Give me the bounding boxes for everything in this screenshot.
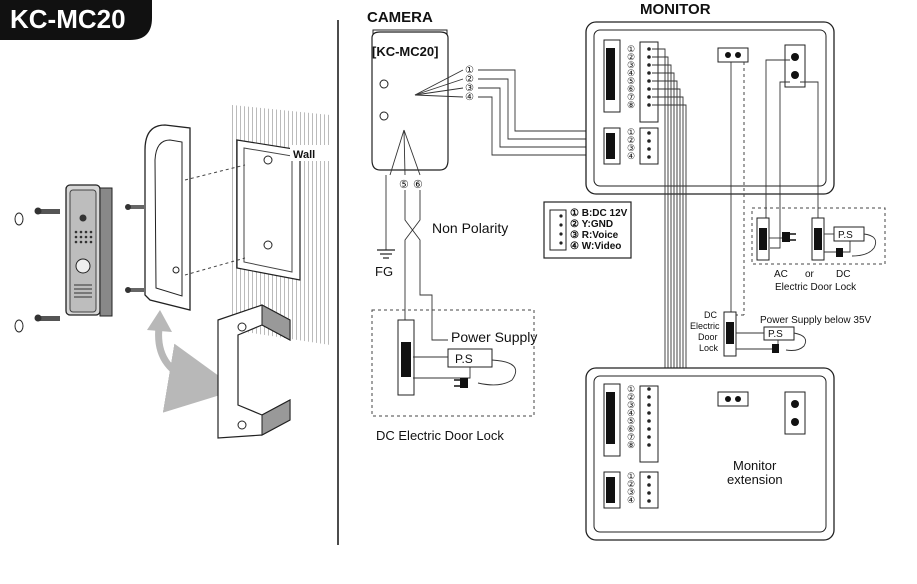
fg-ground: FG [375,175,395,279]
monitor-ext-4pin-2: ② [627,479,635,489]
dc-door-lock-device [397,319,415,396]
installation-illustration: Wall [14,105,330,439]
wall-label: Wall [293,149,315,161]
camera-terminal-4: ④ [465,92,474,103]
power-supply-label: Power Supply [451,329,537,345]
camera-monitor-bus [478,69,608,156]
monitor-main-8pin-3: ③ [627,60,635,70]
dc-door-lock-device-mid [723,311,737,357]
camera-model: [KC-MC20] [372,44,438,59]
or-label: or [805,269,815,280]
monitor-main-8pin-6: ⑥ [627,84,635,94]
monitor-ext-4pin-1: ① [627,471,635,481]
dc-door-lock-box [371,309,535,417]
non-polarity-wires [404,190,448,341]
dc-edl-line-2: Electric [690,321,720,331]
monitor-ext-8pin-4: ④ [627,408,635,418]
ac-door-lock-device [756,217,796,261]
ac-label: AC [774,269,788,280]
monitor-main-8pin-1: ① [627,44,635,54]
screw-bracket-top [125,204,144,210]
ps-box-left: P.S [447,348,493,368]
fg-label: FG [375,264,393,279]
dc-label: DC [836,269,850,280]
wall-box [236,139,301,281]
ac-dc-lock-box [751,207,886,265]
monitor-extension: ① ② ③ ④ ⑤ ⑥ ⑦ ⑧ ① ② ③ ④ Monitor extensio… [585,367,835,541]
camera-terminal-2: ② [465,74,474,85]
screw-bottom-left [14,314,60,333]
camera-terminal-1: ① [465,65,474,76]
dc-edl-line-1: DC [704,310,717,320]
camera-wire-fan [414,69,464,98]
monitor-title: MONITOR [640,1,711,18]
monitor-main-8pin-8: ⑧ [627,100,635,110]
monitor-extension-line-1: Monitor [733,458,777,473]
monitor-main-4pin-1: ① [627,127,635,137]
monitor-ext-8pin-6: ⑥ [627,424,635,434]
monitor-ext-8pin-3: ③ [627,400,635,410]
ps-box-left-label: P.S [455,352,473,366]
camera-title: CAMERA [367,9,433,26]
camera-lock-wires [389,129,421,176]
camera-box: [KC-MC20] [371,29,449,171]
power-supply-35v-label: Power Supply below 35V [760,315,872,326]
ps-box-mid-label: P.S [768,329,783,340]
monitor-ext-8pin-2: ② [627,392,635,402]
dc-door-lock-label: DC Electric Door Lock [376,428,504,443]
monitor-ext-4pin-4: ④ [627,495,635,505]
model-badge: KC-MC20 [0,0,152,40]
model-badge-text: KC-MC20 [10,4,126,34]
camera-unit [65,184,113,317]
plug-left [454,378,468,388]
ps-box-right-top-label: P.S [838,230,853,241]
screw-bracket-bottom [125,287,144,293]
camera-terminal-5: ⑤ [399,179,409,191]
monitor-ext-4pin-3: ③ [627,487,635,497]
monitor-ext-8pin-5: ⑤ [627,416,635,426]
legend-item-3: ③ R:Voice [570,230,619,241]
rotate-arrow [155,319,238,413]
ps-box-mid: P.S [736,326,807,353]
camera-terminal-3: ③ [465,83,474,94]
monitor-main-8pin-2: ② [627,52,635,62]
monitor-main-8pin-5: ⑤ [627,76,635,86]
dc-door-lock-device-right: P.S [811,217,877,261]
dc-edl-line-4: Lock [699,343,719,353]
monitor-ext-8pin-1: ① [627,384,635,394]
camera-terminal-6: ⑥ [413,179,423,191]
monitor-main-4pin-2: ② [627,135,635,145]
monitor-main-8pin-7: ⑦ [627,92,635,102]
legend-item-4: ④ W:Video [570,241,621,252]
legend-item-2: ② Y:GND [570,219,613,230]
mounting-bracket [144,124,191,311]
electric-door-lock-label: Electric Door Lock [775,282,857,293]
monitor-main: ① ② ③ ④ ⑤ ⑥ ⑦ ⑧ ① ② ③ ④ [585,21,835,195]
monitor-main-4pin-4: ④ [627,151,635,161]
wire-legend: ① B:DC 12V ② Y:GND ③ R:Voice ④ W:Video [543,201,632,259]
legend-item-1: ① B:DC 12V [570,208,628,219]
monitor-ext-8pin-7: ⑦ [627,432,635,442]
monitor-extension-line-2: extension [727,472,783,487]
monitor-main-8pin-4: ④ [627,68,635,78]
bracket-side-view [217,304,291,439]
non-polarity-label: Non Polarity [432,220,508,236]
monitor-main-4pin-3: ③ [627,143,635,153]
dc-edl-line-3: Door [698,332,718,342]
monitor-ext-8pin-8: ⑧ [627,440,635,450]
screw-top-left [14,207,60,226]
